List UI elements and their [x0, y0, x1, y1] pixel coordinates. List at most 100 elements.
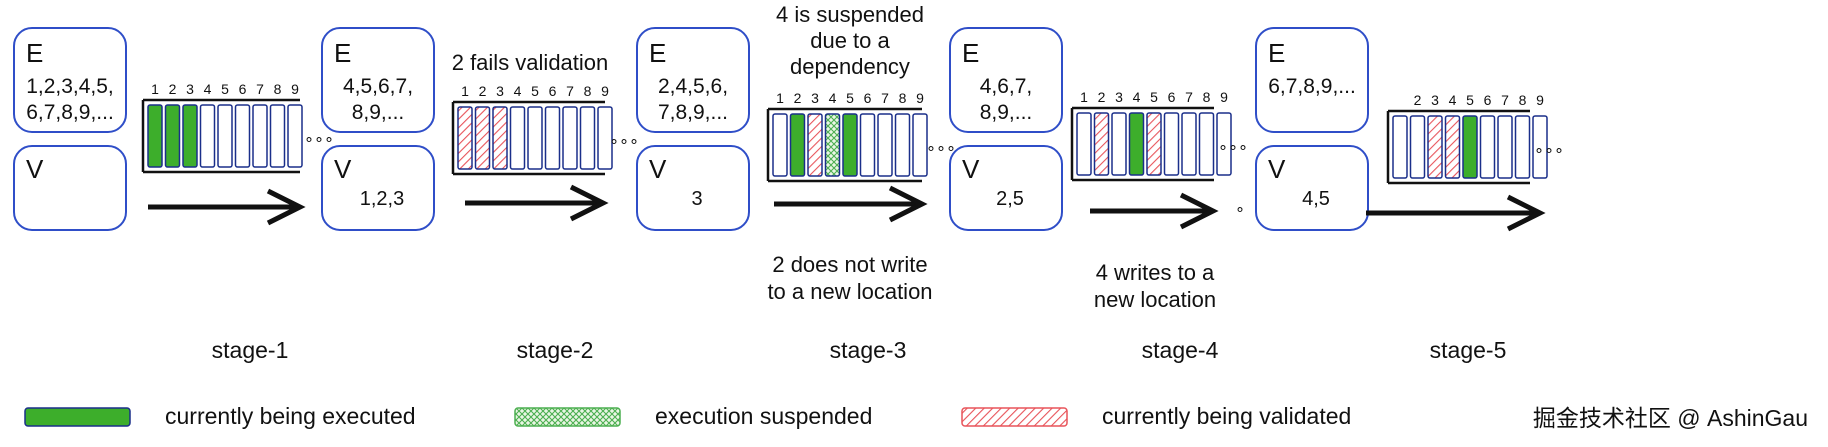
e-box-line1: 6,7,8,9,...: [1268, 75, 1356, 98]
slot-3-validating: [807, 113, 823, 177]
caption-below: 4 writes to a: [1096, 260, 1215, 285]
caption-below: 2 does not write: [772, 252, 927, 277]
slot-number: 9: [916, 90, 924, 106]
caption-below: new location: [1094, 287, 1216, 312]
v-box-value: 4,5: [1302, 188, 1330, 210]
slot-4-executing: [1128, 112, 1145, 176]
slot-number: 3: [496, 83, 504, 99]
e-box-line2: 6,7,8,9,...: [26, 101, 114, 124]
slot-number: 4: [1449, 92, 1457, 108]
slot-3-validating: [1427, 115, 1443, 179]
e-box-line1: 4,5,6,7,: [343, 75, 413, 98]
slot-number: 5: [1150, 89, 1158, 105]
slot-3-empty: [1111, 112, 1127, 176]
slot-5-empty: [217, 104, 233, 168]
slot-number: 2: [794, 90, 802, 106]
slot-4-suspended: [824, 113, 841, 177]
legend-label-executing: currently being executed: [165, 403, 416, 429]
slot-1-empty: [772, 113, 788, 177]
legend-swatch-suspended: [514, 407, 621, 427]
slot-number: 1: [1080, 89, 1088, 105]
ellipsis: ∘∘∘: [926, 140, 956, 157]
v-box: [636, 145, 750, 231]
e-box-label: E: [334, 38, 351, 68]
slot-8-empty: [269, 104, 286, 168]
slot-8-empty: [579, 106, 596, 170]
caption-above: 2 fails validation: [452, 50, 609, 75]
slot-number: 9: [601, 83, 609, 99]
slot-9-empty: [597, 106, 613, 170]
caption-above: dependency: [790, 54, 910, 79]
slot-number: 4: [514, 83, 522, 99]
slot-number: 7: [566, 83, 574, 99]
e-box-line2: 8,9,...: [352, 101, 405, 124]
arrow-head: [1506, 194, 1546, 232]
slot-number: 2: [479, 83, 487, 99]
slot-number: 7: [256, 81, 264, 97]
slot-3-validating: [492, 106, 508, 170]
v-box-label: V: [334, 154, 352, 184]
slot-number: 3: [1431, 92, 1439, 108]
slot-5-validating: [1146, 112, 1162, 176]
slot-1-validating: [457, 106, 473, 170]
e-box: [13, 27, 127, 133]
slot-number: 3: [811, 90, 819, 106]
v-box-label: V: [1268, 154, 1286, 184]
legend-swatch-executing: [24, 407, 131, 427]
slot-number: 7: [881, 90, 889, 106]
slot-number: 6: [864, 90, 872, 106]
slot-number: 8: [899, 90, 907, 106]
legend-swatch-validating: [961, 407, 1068, 427]
arrow-head: [888, 185, 928, 223]
slot-6-empty: [544, 106, 561, 170]
slot-7-empty: [252, 104, 268, 168]
e-box-line1: 4,6,7,: [980, 75, 1033, 98]
slot-number: 2: [1414, 92, 1422, 108]
e-box: [1255, 27, 1369, 133]
slot-2-validating: [1093, 112, 1110, 176]
slot-6-empty: [1163, 112, 1180, 176]
slot-1-empty: [1076, 112, 1092, 176]
ellipsis-dot: ∘: [1235, 201, 1245, 218]
slot-number: 1: [461, 83, 469, 99]
stage-name: stage-2: [517, 337, 594, 363]
slot-1-executing: [147, 104, 163, 168]
e-box-line1: 2,4,5,6,: [658, 75, 728, 98]
slot-number: 8: [1203, 89, 1211, 105]
ellipsis: ∘∘∘: [304, 131, 334, 148]
v-box: [1255, 145, 1369, 231]
slot-number: 4: [1133, 89, 1141, 105]
slot-4-validating: [1444, 115, 1461, 179]
e-box-label: E: [26, 38, 43, 68]
stage-name: stage-3: [830, 337, 907, 363]
slot-9-empty: [287, 104, 303, 168]
slot-number: 8: [274, 81, 282, 97]
legend-label-validating: currently being validated: [1102, 403, 1351, 429]
slot-5-executing: [1462, 115, 1478, 179]
slot-number: 9: [1220, 89, 1228, 105]
slot-3-executing: [182, 104, 198, 168]
slot-2-validating: [474, 106, 491, 170]
slot-number: 5: [1466, 92, 1474, 108]
slot-5-executing: [842, 113, 858, 177]
v-box: [949, 145, 1063, 231]
slot-2-empty: [1409, 115, 1426, 179]
slot-1-empty: [1392, 115, 1408, 179]
slot-8-empty: [1198, 112, 1215, 176]
ellipsis: ∘∘∘: [1218, 139, 1248, 156]
slot-number: 2: [169, 81, 177, 97]
slot-6-empty: [859, 113, 876, 177]
caption-below: to a new location: [767, 279, 932, 304]
slot-number: 4: [829, 90, 837, 106]
slot-4-empty: [509, 106, 526, 170]
slot-6-empty: [234, 104, 251, 168]
slot-number: 9: [291, 81, 299, 97]
stage-name: stage-5: [1430, 337, 1507, 363]
slot-9-empty: [1216, 112, 1232, 176]
slot-9-empty: [912, 113, 928, 177]
v-box-label: V: [26, 154, 44, 184]
